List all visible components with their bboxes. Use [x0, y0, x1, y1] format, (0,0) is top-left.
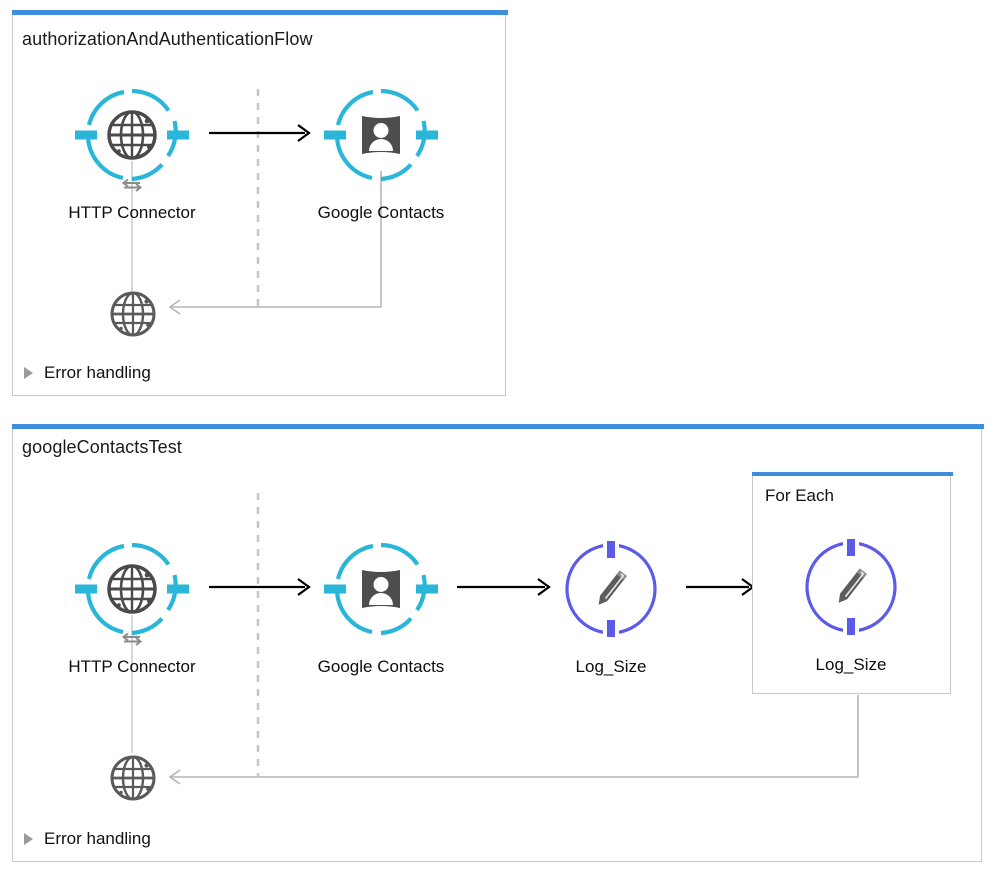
error-handling-toggle-2[interactable]: Error handling — [24, 829, 151, 849]
node-port-right — [416, 130, 438, 140]
node-error-globe-2[interactable] — [108, 753, 158, 803]
error-handling-toggle-1[interactable]: Error handling — [24, 363, 151, 383]
pencil-icon — [598, 570, 627, 605]
node-port-left — [75, 584, 97, 594]
flow-title: authorizationAndAuthenticationFlow — [22, 29, 313, 49]
flow-container-googlecontactstest[interactable]: googleContactsTest — [12, 424, 984, 862]
node-port-top — [847, 539, 855, 556]
error-handling-label: Error handling — [44, 363, 151, 382]
globe-icon — [110, 755, 156, 801]
globe-icon — [107, 110, 157, 160]
flow-accent-bar — [12, 424, 984, 429]
node-error-globe-1[interactable] — [108, 289, 158, 339]
node-label-http-connector-2: HTTP Connector — [68, 657, 196, 676]
contact-card-icon — [362, 116, 400, 154]
globe-icon — [107, 564, 157, 614]
pencil-icon — [838, 568, 867, 603]
node-log-size-2[interactable]: Log_Size — [801, 537, 901, 674]
scope-title: For Each — [765, 486, 834, 505]
triangle-right-icon[interactable] — [24, 367, 33, 379]
node-google-contacts-1[interactable]: Google Contacts — [318, 83, 444, 222]
node-label-google-contacts-2: Google Contacts — [317, 657, 445, 676]
node-port-left — [324, 584, 346, 594]
node-http-connector-2[interactable]: HTTP Connector — [68, 537, 196, 676]
flow-accent-bar — [12, 10, 508, 15]
node-label-log-size-2: Log_Size — [815, 655, 887, 674]
node-port-left — [324, 130, 346, 140]
node-label-log-size-1: Log_Size — [575, 657, 647, 676]
triangle-right-icon[interactable] — [24, 833, 33, 845]
node-label-http-connector-1: HTTP Connector — [68, 203, 196, 222]
node-port-right — [167, 130, 189, 140]
contact-card-icon — [362, 570, 400, 608]
node-port-bottom — [847, 618, 855, 635]
node-port-left — [75, 130, 97, 140]
error-handling-label: Error handling — [44, 829, 151, 848]
node-port-right — [416, 584, 438, 594]
flow-title: googleContactsTest — [22, 437, 182, 457]
node-port-top — [607, 541, 615, 558]
node-port-right — [167, 584, 189, 594]
request-response-icon — [121, 632, 143, 646]
node-google-contacts-2[interactable]: Google Contacts — [318, 537, 444, 676]
scope-for-each[interactable]: For Each — [752, 472, 953, 694]
request-response-icon — [121, 178, 143, 192]
node-label-google-contacts-1: Google Contacts — [317, 203, 445, 222]
scope-accent-bar — [752, 472, 953, 476]
flow-container-authorization[interactable]: authorizationAndAuthenticationFlow — [12, 10, 508, 396]
node-http-connector-1[interactable]: HTTP Connector — [68, 83, 196, 222]
node-port-bottom — [607, 620, 615, 637]
globe-icon — [110, 291, 156, 337]
node-log-size-1[interactable]: Log_Size — [561, 539, 661, 676]
